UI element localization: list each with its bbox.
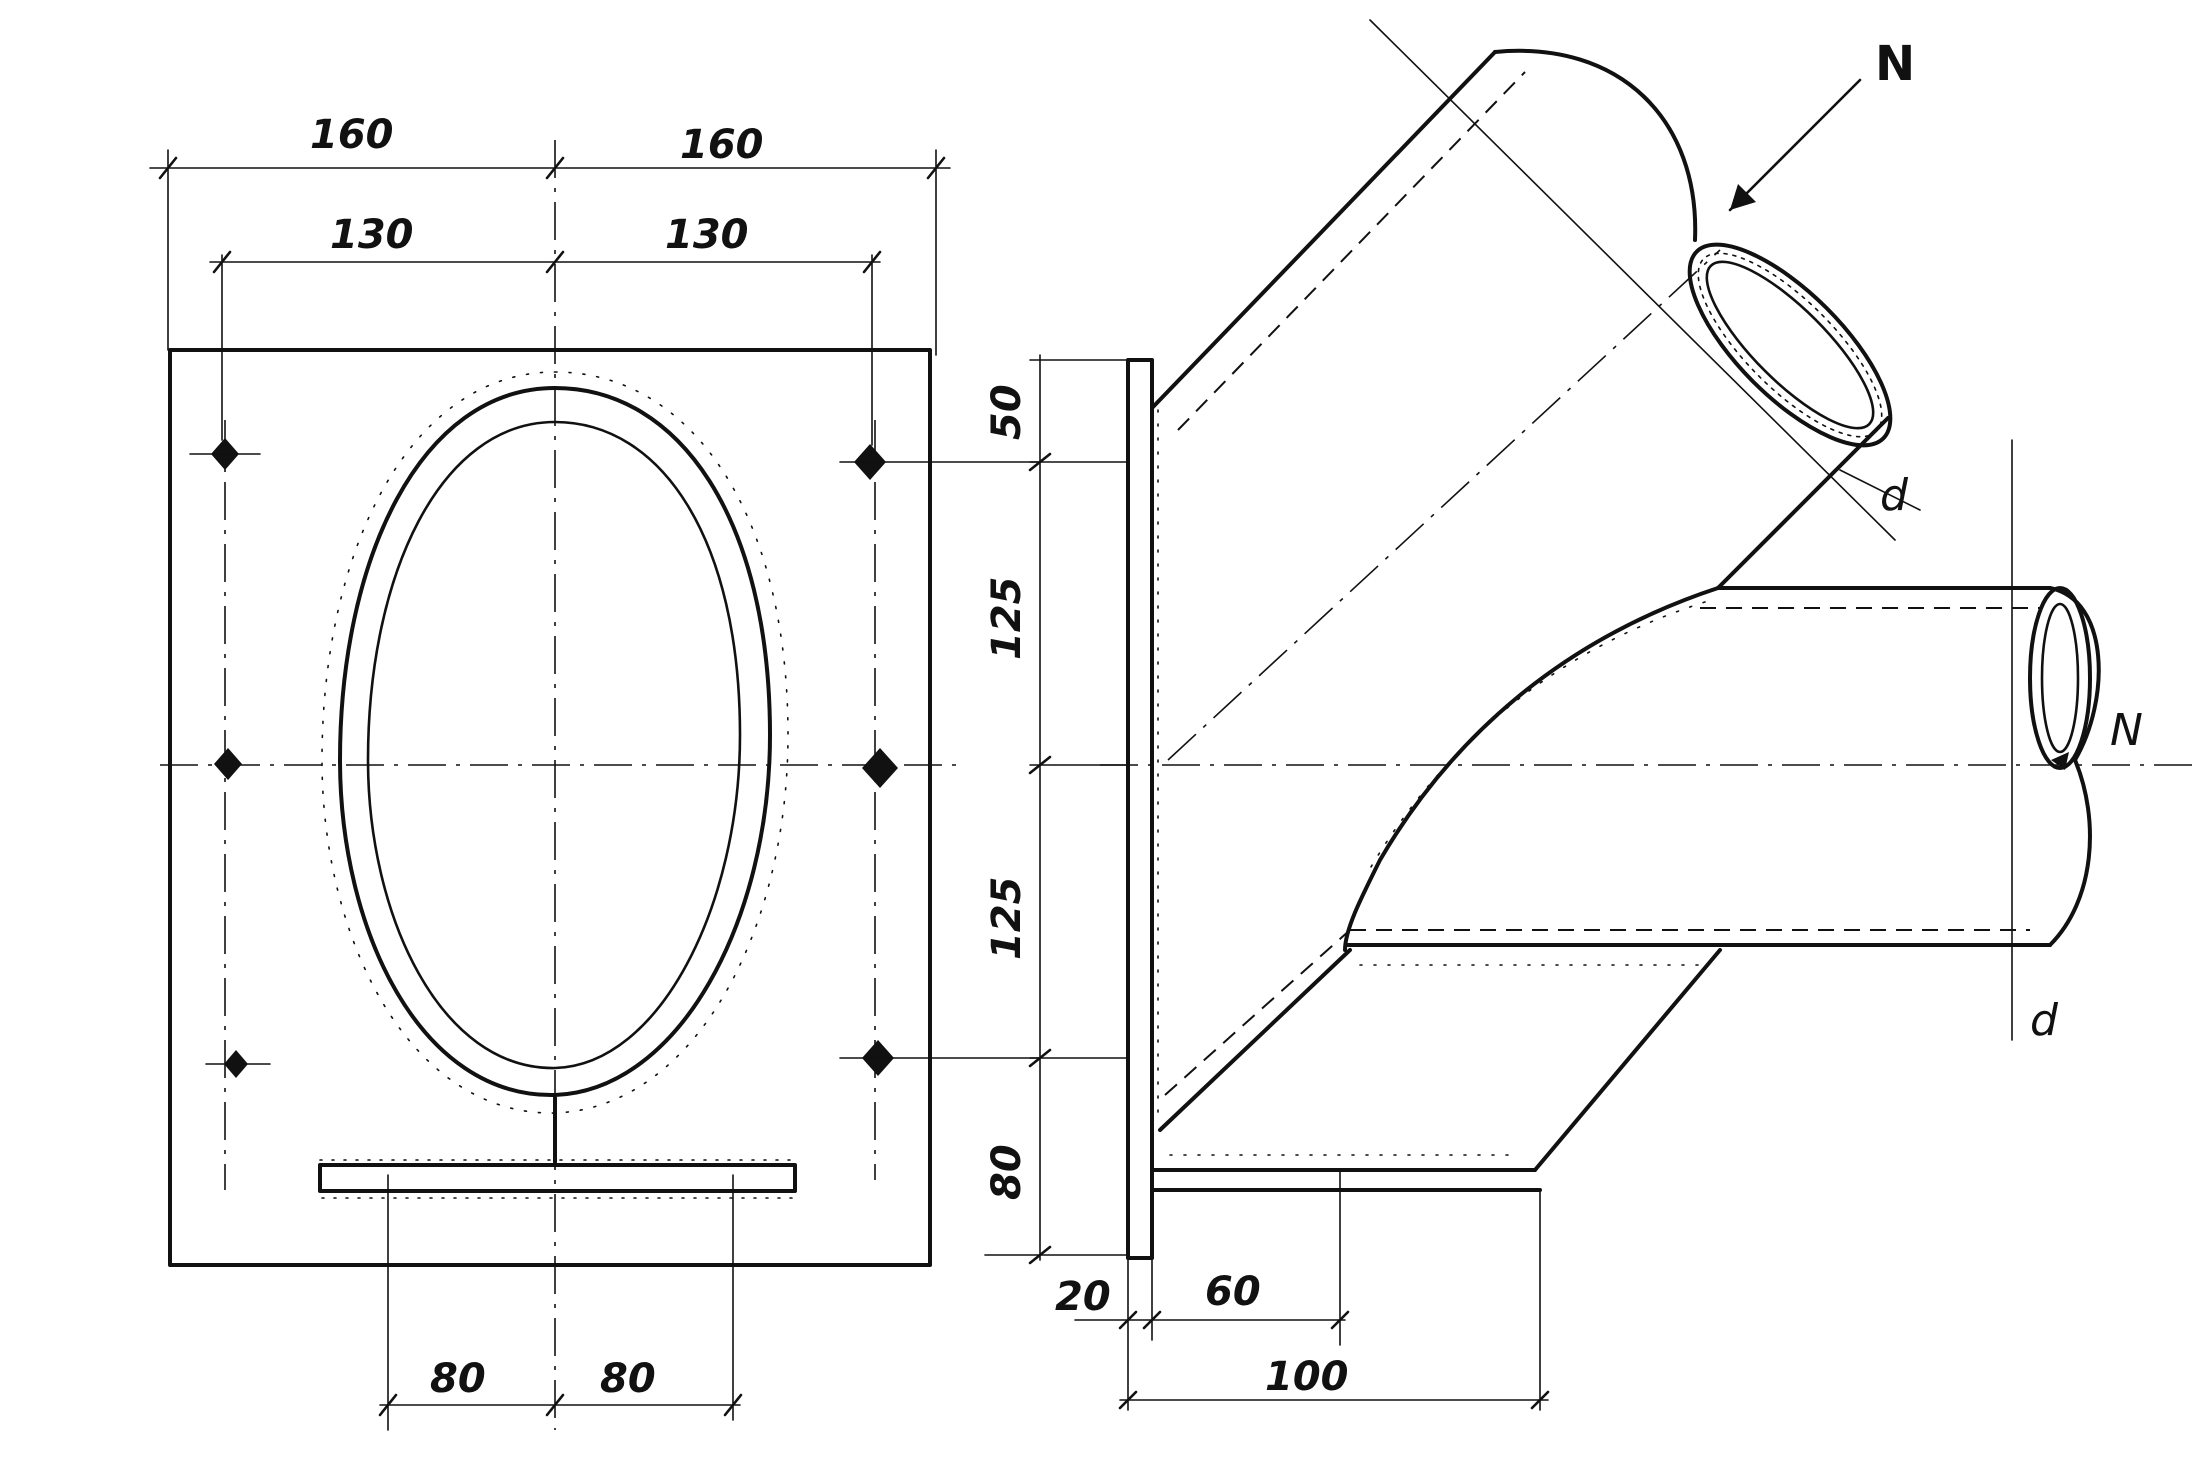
dim-label: 80 — [430, 1356, 486, 1402]
gusset-side — [1150, 948, 1722, 1192]
dim-label: 125 — [984, 577, 1030, 661]
dim-label: 130 — [330, 212, 414, 258]
tube-intersection-curve — [1343, 586, 1720, 952]
dim-label: 130 — [665, 212, 749, 258]
gusset-plate-section — [318, 1159, 797, 1199]
bolt-hole-mid-left — [214, 748, 242, 780]
diameter-label: d — [1880, 470, 1909, 521]
base-plate-side — [1126, 358, 1154, 1260]
tube-edge-bottom — [1716, 416, 1890, 590]
dim-label: 160 — [680, 122, 764, 168]
dim-label: 160 — [310, 112, 394, 158]
gusset-outline — [318, 1163, 797, 1193]
node-side-view: 50 125 125 80 20 60 100 d — [984, 19, 2200, 1411]
tube-end-section — [1687, 242, 1893, 448]
dim-label: 125 — [984, 877, 1030, 961]
force-label: N — [1875, 36, 1915, 92]
horizontal-tube — [1100, 586, 2200, 947]
dim-vertical: 50 125 125 80 — [984, 354, 1129, 1265]
dim-label: 80 — [600, 1356, 656, 1402]
tube-break-line — [1493, 48, 1698, 242]
force-label: N — [2110, 705, 2143, 756]
dim-horizontal-bottom: 20 60 100 — [1055, 1169, 1550, 1411]
tube-inner-contour — [366, 420, 742, 1070]
plate-front-view: 160 160 130 130 80 80 — [149, 112, 1041, 1431]
dim-top-outer: 160 160 — [149, 112, 951, 356]
htube-end-section — [2028, 586, 2092, 770]
dim-top-inner: 130 130 — [209, 212, 882, 446]
fillet-weld-oval — [321, 371, 789, 1114]
bolt-hole-mid-right — [862, 748, 898, 788]
htube-break-line — [2048, 586, 2101, 947]
dim-diameter-upper: d — [1369, 19, 1921, 541]
bolt-holes — [189, 438, 1041, 1078]
dim-label: 50 — [984, 384, 1030, 440]
base-plate-outline — [168, 348, 932, 1267]
tube-oval-section — [321, 371, 789, 1164]
force-arrow-upper: N — [1728, 36, 1915, 212]
force-arrow-lower: N — [2051, 705, 2143, 770]
dim-label: 60 — [1205, 1269, 1261, 1315]
inclined-tube — [1150, 48, 1893, 1132]
dim-diameter-lower: d — [1999, 439, 2059, 1046]
diameter-label: d — [2030, 995, 2059, 1046]
tube-outer-contour — [338, 386, 772, 1098]
dim-bottom: 80 80 — [378, 1174, 743, 1431]
tube-edge-top — [1150, 50, 1497, 410]
dim-label: 20 — [1055, 1274, 1111, 1320]
tube-axis — [1167, 249, 1721, 761]
dim-label: 80 — [984, 1144, 1030, 1200]
dim-label: 100 — [1265, 1354, 1349, 1400]
